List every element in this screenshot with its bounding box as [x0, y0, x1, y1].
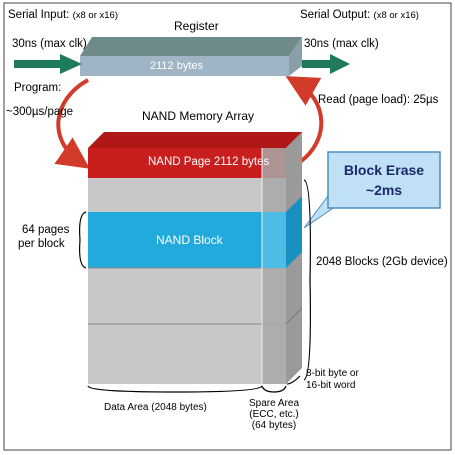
- spare-area-block-part: [262, 212, 286, 268]
- data-area-bracket: [87, 385, 263, 393]
- serial-input-arrow: [14, 54, 82, 74]
- register-side-face: [289, 37, 302, 76]
- blocks-bracket: [303, 179, 311, 381]
- output-clock-label: 30ns (max clk): [304, 38, 379, 50]
- pages-per-block-line1: 64 pages: [22, 224, 70, 236]
- spare-area-bracket: [261, 385, 287, 393]
- serial-input-label: Serial Input: (x8 or x16): [8, 9, 118, 22]
- pages-bracket: [79, 211, 87, 269]
- nand-block: [88, 212, 286, 268]
- serial-input-title: Serial Input:: [8, 9, 70, 21]
- program-arrow: [54, 78, 90, 169]
- outer-border: [3, 2, 452, 451]
- array-title: NAND Memory Array: [142, 109, 255, 123]
- page-label: NAND Page 2112 bytes: [148, 156, 270, 168]
- spare-area-line3: (64 bytes): [251, 420, 297, 431]
- pages-per-block-line2: per block: [18, 238, 65, 250]
- array-layer-3: [88, 324, 286, 384]
- nand-block-side: [286, 196, 302, 268]
- register-front-face: [80, 56, 289, 76]
- word-width-line2: 16-bit word: [306, 380, 356, 391]
- block-erase-line1: Block Erase: [343, 162, 425, 178]
- register-top-face: [80, 37, 302, 56]
- block-erase-line2: ~2ms: [365, 182, 403, 198]
- array-layer-1: [88, 178, 286, 212]
- serial-input-width: (x8 or x16): [72, 10, 118, 21]
- block-erase-callout: [327, 151, 441, 209]
- read-label: Read (page load): 25µs: [318, 94, 439, 106]
- serial-output-width: (x8 or x16): [373, 10, 419, 21]
- nand-page: [88, 148, 286, 178]
- spare-area-line2: (ECC, etc.): [249, 409, 299, 420]
- serial-output-title: Serial Output:: [300, 9, 371, 21]
- word-width-line1: 8-bit byte or: [306, 368, 359, 379]
- serial-output-label: Serial Output: (x8 or x16): [300, 9, 419, 22]
- serial-output-arrow: [302, 54, 350, 74]
- input-clock-label: 30ns (max clk): [12, 38, 87, 50]
- spare-area-line1: Spare Area: [248, 398, 300, 409]
- blocks-count-label: 2048 Blocks (2Gb device): [316, 256, 448, 268]
- program-time-label: ~300µs/page: [6, 106, 74, 118]
- register-size-label: 2112 bytes: [150, 60, 204, 72]
- block-label: NAND Block: [156, 233, 223, 247]
- array-layer-2: [88, 268, 286, 324]
- data-area-label: Data Area (2048 bytes): [104, 402, 207, 413]
- read-arrow: [285, 76, 324, 164]
- page-top-face: [88, 132, 302, 148]
- register-title: Register: [174, 19, 219, 33]
- program-label: Program:: [14, 82, 62, 94]
- word-width-bracket: [286, 375, 301, 385]
- layer-divider-side-2: [285, 307, 303, 325]
